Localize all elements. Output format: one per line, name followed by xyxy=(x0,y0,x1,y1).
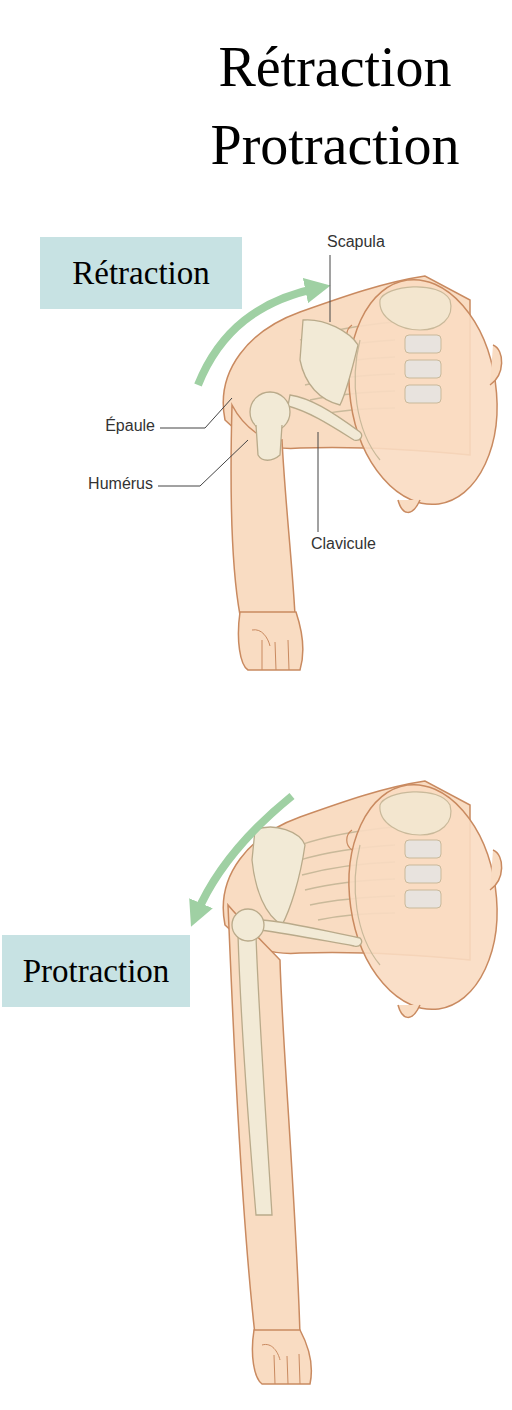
part-label: Scapula xyxy=(325,233,387,251)
part-label: Humérus xyxy=(86,475,155,493)
part-label: Épaule xyxy=(103,417,157,435)
term-box: Protraction xyxy=(2,935,190,1007)
term-label: Protraction xyxy=(23,953,170,990)
term-box: Rétraction xyxy=(40,237,242,309)
slide-title: Rétraction Protraction xyxy=(178,28,492,184)
term-label: Rétraction xyxy=(72,255,209,292)
part-label: Clavicule xyxy=(309,535,378,553)
